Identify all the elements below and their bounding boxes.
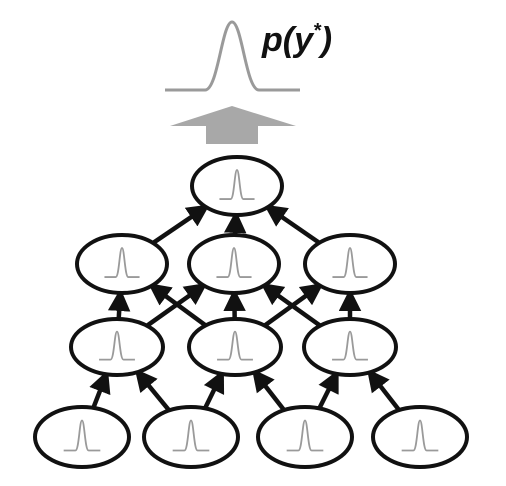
- edge-arrow: [148, 283, 207, 328]
- node-ellipse: [371, 405, 469, 469]
- edge-arrow: [134, 368, 171, 412]
- gaussian-curve: [401, 419, 439, 452]
- gaussian-curve: [332, 247, 368, 278]
- node-ellipse: [33, 405, 131, 469]
- edge-arrow: [260, 282, 322, 328]
- node-ellipse: [187, 233, 281, 295]
- output-arrow: [170, 106, 296, 144]
- edge-arrow: [251, 368, 286, 412]
- distribution-node: [303, 233, 397, 295]
- nodes: [33, 155, 469, 469]
- distribution-node: [187, 233, 281, 295]
- edge-arrow: [202, 369, 225, 410]
- node-ellipse: [69, 317, 165, 377]
- gaussian-curve: [172, 419, 210, 452]
- edge-arrow: [317, 369, 339, 410]
- gaussian-curve: [332, 330, 368, 361]
- edge-arrow: [264, 204, 321, 245]
- gaussian-curve: [216, 247, 252, 278]
- edges: [89, 204, 401, 412]
- node-ellipse: [187, 317, 283, 377]
- edge-arrow: [223, 210, 247, 236]
- node-ellipse: [303, 233, 397, 295]
- distribution-node: [142, 405, 240, 469]
- distribution-node: [75, 233, 169, 295]
- gaussian-curve: [219, 169, 255, 200]
- distribution-node: [187, 317, 283, 377]
- edge-arrow: [107, 288, 131, 320]
- distribution-node: [371, 405, 469, 469]
- edge-arrow: [366, 368, 401, 412]
- gaussian-curve: [99, 330, 135, 361]
- edge-arrow: [151, 204, 210, 245]
- node-ellipse: [190, 155, 284, 217]
- output-distribution-curve: [165, 20, 300, 92]
- node-ellipse: [302, 317, 398, 377]
- output-probability-label: p(y*): [262, 20, 333, 59]
- distribution-node: [33, 405, 131, 469]
- distribution-node: [69, 317, 165, 377]
- node-ellipse: [256, 405, 354, 469]
- gaussian-curve: [217, 330, 253, 361]
- gaussian-curve: [286, 419, 324, 452]
- gaussian-curve: [63, 419, 101, 452]
- distribution-node: [302, 317, 398, 377]
- gaussian-curve: [104, 247, 140, 278]
- distribution-node: [256, 405, 354, 469]
- edge-arrow: [89, 370, 111, 409]
- distribution-node: [190, 155, 284, 217]
- node-ellipse: [75, 233, 169, 295]
- node-ellipse: [142, 405, 240, 469]
